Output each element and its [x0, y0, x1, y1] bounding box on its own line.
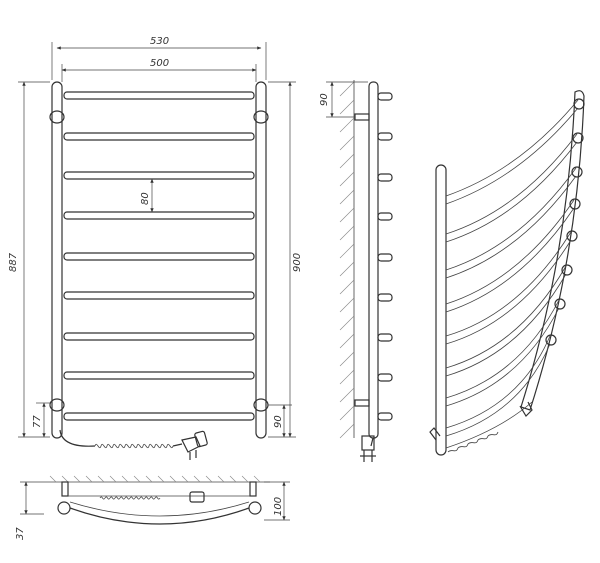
side-power-plug — [360, 435, 376, 462]
rung — [63, 332, 255, 341]
rung — [63, 412, 255, 421]
top-pipe-left — [57, 501, 71, 515]
rung — [63, 211, 255, 220]
rung — [63, 91, 255, 100]
dim-bracket-offset-bottom: 90 — [273, 415, 284, 428]
persp-coiled-cord — [447, 431, 499, 453]
power-plug — [181, 430, 208, 460]
rung — [63, 291, 255, 300]
dim-wall-depth: 37 — [15, 527, 26, 540]
persp-left-pipe — [435, 164, 447, 456]
power-cable — [59, 429, 96, 447]
cable-to-plug — [172, 443, 183, 447]
dim-overall-width: 530 — [150, 36, 169, 47]
side-rung-stubs — [377, 92, 393, 421]
rung — [63, 252, 255, 261]
dim-rung-spacing: 80 — [140, 192, 151, 205]
rung — [63, 132, 255, 141]
dim-bottom-offset: 77 — [32, 415, 43, 428]
bracket-top-left — [49, 110, 65, 124]
top-bracket-right — [249, 481, 257, 497]
bracket-bottom-left — [49, 398, 65, 412]
dim-total-depth: 100 — [273, 497, 284, 516]
dim-pipe-height: 900 — [292, 253, 303, 272]
dim-bar-width: 500 — [150, 58, 169, 69]
top-bracket-left — [61, 481, 69, 497]
top-pipe-right — [248, 501, 262, 515]
top-view: 37 100 — [15, 475, 290, 540]
side-bracket-top — [354, 113, 370, 121]
front-view: 530 500 80 887 77 900 90 — [8, 36, 303, 460]
top-curved-rung — [69, 507, 250, 525]
dim-overall-height: 887 — [8, 252, 19, 272]
bracket-top-right — [253, 110, 269, 124]
side-bracket-bottom — [354, 399, 370, 407]
persp-right-pipe — [520, 90, 585, 411]
right-vertical-pipe — [255, 81, 267, 439]
coiled-cord — [94, 443, 174, 449]
perspective-view — [429, 90, 585, 456]
left-vertical-pipe — [51, 81, 63, 439]
rung — [63, 371, 255, 380]
top-plug — [189, 491, 205, 503]
persp-rungs — [445, 99, 579, 449]
top-coiled-cord — [99, 496, 161, 500]
persp-rung-caps — [545, 98, 585, 346]
rungs — [63, 91, 255, 421]
side-view: 90 — [319, 80, 393, 462]
dim-bracket-offset-top: 90 — [319, 93, 330, 106]
side-vertical-pipe — [368, 81, 379, 439]
rung — [63, 171, 255, 180]
